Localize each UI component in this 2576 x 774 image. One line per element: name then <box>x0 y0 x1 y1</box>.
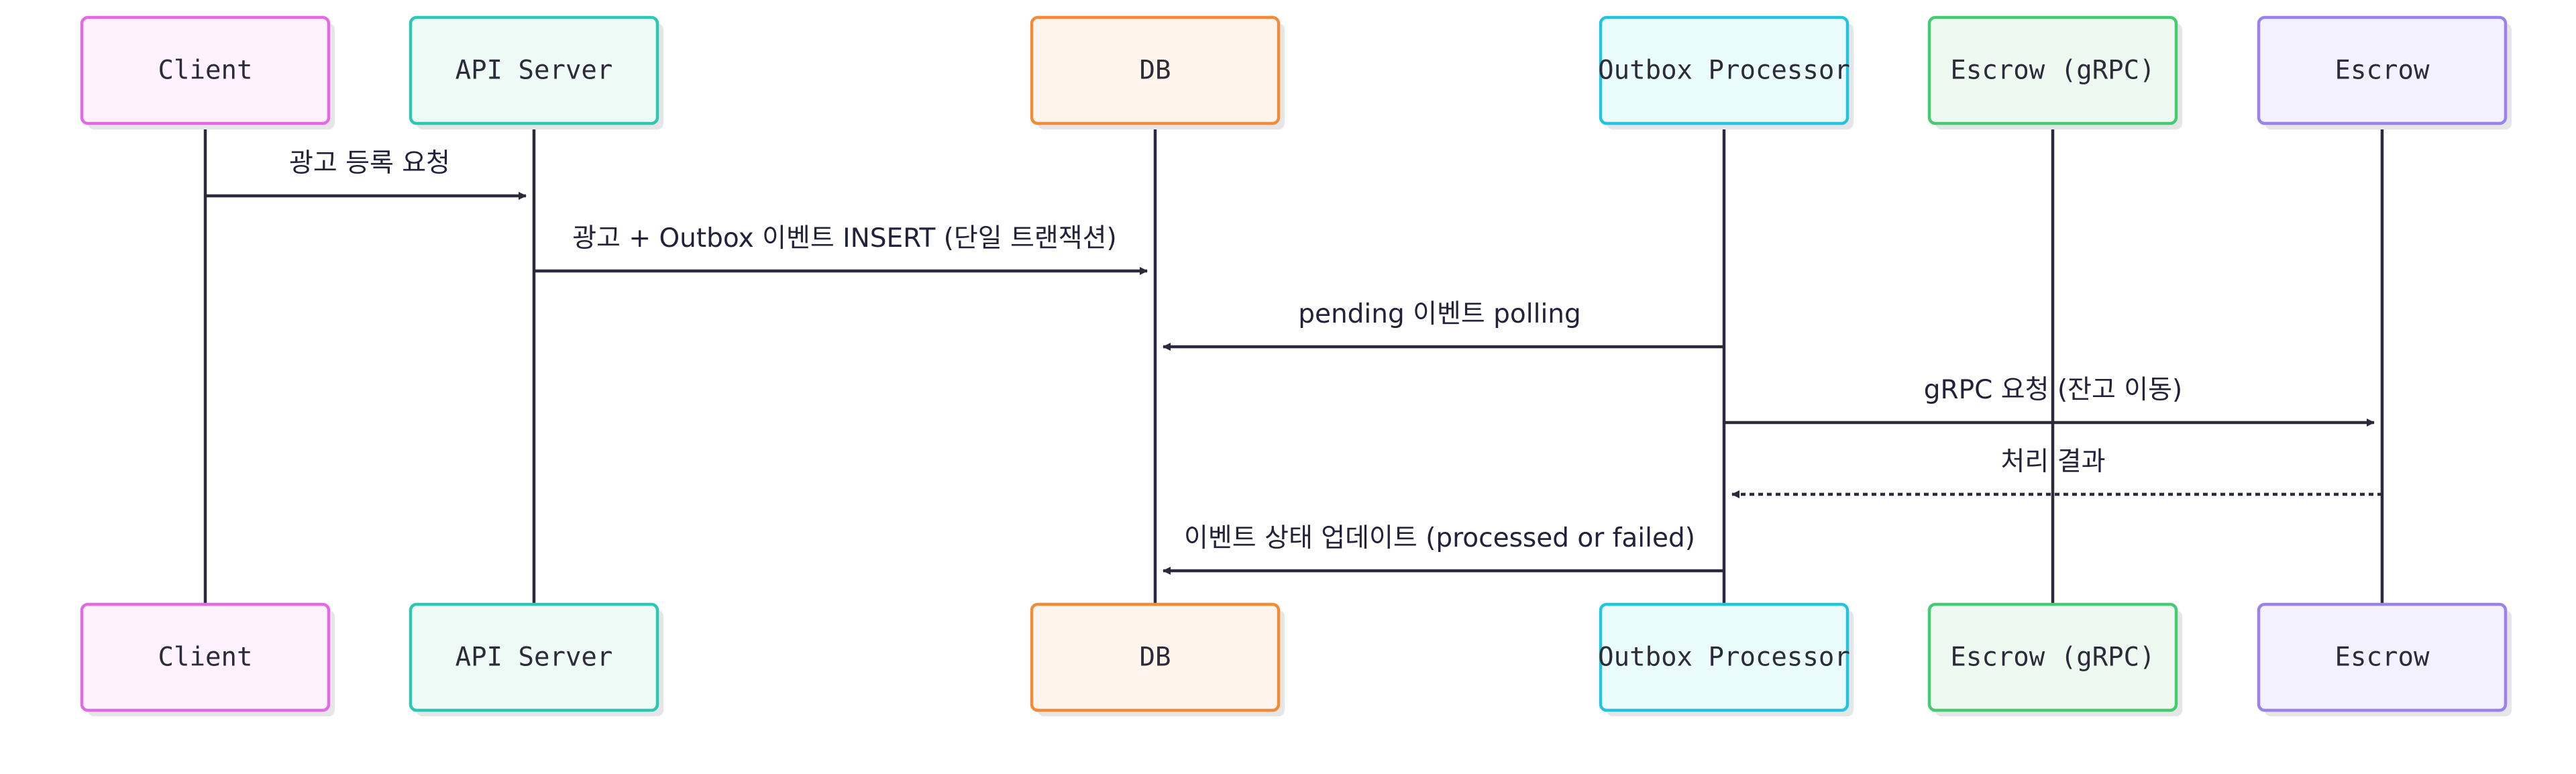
actor-box <box>409 602 659 712</box>
actor-label: DB <box>1140 56 1171 86</box>
actor-label: Escrow (gRPC) <box>1950 56 2155 86</box>
message-label: gRPC 요청 (잔고 이동) <box>1924 375 2183 405</box>
actor-label: Escrow <box>2335 643 2430 673</box>
actor-db-top: DB <box>1030 15 1285 129</box>
actor-escrow_grpc-top: Escrow (gRPC) <box>1927 15 2182 129</box>
actor-label: DB <box>1140 643 1171 673</box>
actor-label: Escrow <box>2335 56 2430 86</box>
actor-box <box>2257 15 2508 125</box>
actor-box <box>2257 602 2508 712</box>
message-label: pending 이벤트 polling <box>1298 299 1581 329</box>
actor-box <box>1599 602 1849 712</box>
actor-client-bottom: Client <box>80 602 335 716</box>
actor-db-bottom: DB <box>1030 602 1285 716</box>
message-4: gRPC 요청 (잔고 이동) <box>1724 375 2375 427</box>
actor-escrow_grpc-bottom: Escrow (gRPC) <box>1927 602 2182 716</box>
actor-label: Client <box>158 643 253 673</box>
actor-label: Client <box>158 56 253 86</box>
message-label: 이벤트 상태 업데이트 (processed or failed) <box>1184 523 1695 553</box>
actor-client-top: Client <box>80 15 335 129</box>
message-3: pending 이벤트 polling <box>1163 299 1724 351</box>
message-5: 처리 결과 <box>1731 447 2382 498</box>
message-label: 광고 등록 요청 <box>289 148 450 178</box>
message-1: 광고 등록 요청 <box>205 148 527 200</box>
actor-box <box>1599 15 1849 125</box>
actor-label: Escrow (gRPC) <box>1950 643 2155 673</box>
message-label: 광고 + Outbox 이벤트 INSERT (단일 트랜잭션) <box>572 223 1117 254</box>
message-2: 광고 + Outbox 이벤트 INSERT (단일 트랜잭션) <box>534 223 1148 275</box>
actor-outbox-top: Outbox Processor <box>1598 15 1854 129</box>
message-label: 처리 결과 <box>2001 447 2106 477</box>
actor-box <box>409 15 659 125</box>
actor-label: API Server <box>455 56 613 86</box>
actor-escrow-bottom: Escrow <box>2257 602 2512 716</box>
actor-label: API Server <box>455 643 613 673</box>
actor-label: Outbox Processor <box>1598 56 1850 86</box>
actor-api-top: API Server <box>409 15 663 129</box>
actor-escrow-top: Escrow <box>2257 15 2512 129</box>
actor-box <box>1927 15 2178 125</box>
actor-box <box>1927 602 2178 712</box>
actor-box <box>1030 15 1281 125</box>
lifelines <box>203 123 2384 604</box>
actor-box <box>80 15 331 125</box>
actor-box <box>80 602 331 712</box>
actor-box <box>1030 602 1281 712</box>
actor-outbox-bottom: Outbox Processor <box>1598 602 1854 716</box>
actor-label: Outbox Processor <box>1598 643 1850 673</box>
actor-api-bottom: API Server <box>409 602 663 716</box>
message-6: 이벤트 상태 업데이트 (processed or failed) <box>1163 523 1724 575</box>
